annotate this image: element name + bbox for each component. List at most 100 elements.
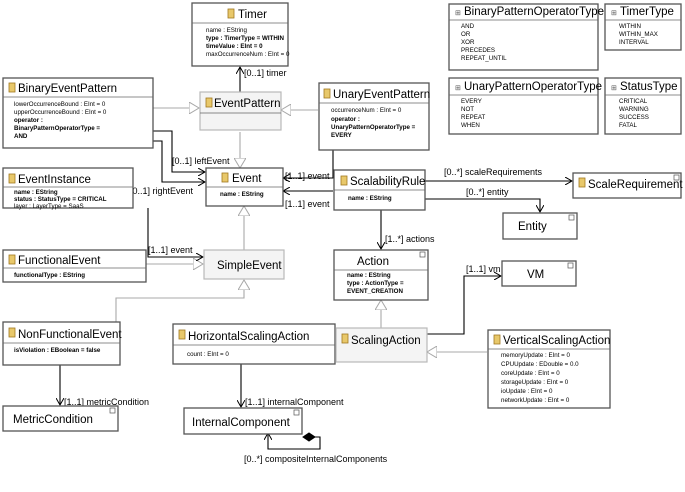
label-left-event: [0..1] leftEvent (172, 156, 230, 166)
enum-literal: PRECEDES (461, 47, 495, 54)
class-name: SimpleEvent (217, 260, 282, 272)
class-icon (8, 254, 16, 265)
class-icon (341, 333, 349, 344)
class-entity[interactable]: Entity (502, 212, 578, 240)
class-name: InternalComponent (192, 417, 291, 429)
class-metric-condition[interactable]: MetricCondition (2, 405, 119, 432)
class-name: EventPattern (214, 98, 280, 110)
assoc-entity (425, 198, 540, 212)
external-link-icon (567, 262, 574, 269)
external-link-icon (419, 251, 426, 258)
class-name: Timer (238, 9, 267, 21)
attribute: memoryUpdate : EInt = 0 (501, 352, 571, 359)
enum-unary-pattern-operator-type[interactable]: ⊞ UnaryPatternOperatorType EVERY NOT REP… (448, 77, 602, 135)
enum-literal: SUCCESS (619, 114, 649, 121)
assoc-left-event (153, 130, 205, 172)
class-simple-event[interactable]: SimpleEvent (203, 249, 285, 280)
class-icon (578, 177, 586, 188)
enum-name: TimerType (620, 6, 674, 18)
class-functional-event[interactable]: FunctionalEvent functionalType : EString (2, 249, 147, 283)
attribute: lowerOccurrenceBound : EInt = 0 (14, 101, 106, 108)
class-icon (178, 329, 186, 340)
attribute: layer : LayerType = SaaS (14, 203, 84, 210)
external-link-icon (568, 214, 575, 221)
enum-timer-type[interactable]: ⊞ TimerType WITHIN WITHIN_MAX INTERVAL (604, 3, 682, 51)
enum-binary-pattern-operator-type[interactable]: ⊞ BinaryPatternOperatorType AND OR XOR P… (448, 3, 604, 71)
external-link-icon (293, 409, 300, 416)
attribute: name : EString (220, 191, 264, 198)
class-scaling-action[interactable]: ScalingAction (335, 327, 428, 363)
class-vertical-scaling-action[interactable]: VerticalScalingAction memoryUpdate : EIn… (487, 329, 611, 409)
class-icon (340, 175, 348, 186)
attribute: functionalType : EString (14, 272, 85, 279)
enum-icon: ⊞ (611, 85, 617, 92)
class-non-functional-event[interactable]: NonFunctionalEvent isViolation : EBoolea… (2, 321, 122, 366)
class-event-instance[interactable]: EventInstance name : EString status : St… (2, 167, 134, 210)
class-timer[interactable]: Timer name : EString type : TimerType = … (191, 2, 290, 67)
enum-status-type[interactable]: ⊞ StatusType CRITICAL WARNING SUCCESS FA… (604, 77, 682, 135)
class-name: Event (232, 173, 262, 185)
label-scale-requirements: [0..*] scaleRequirements (444, 167, 543, 177)
class-internal-component[interactable]: InternalComponent (183, 407, 303, 435)
external-link-icon (673, 174, 680, 181)
enum-literal: CRITICAL (619, 98, 648, 105)
class-icon (493, 334, 501, 345)
enum-literal: REPEAT (461, 114, 486, 121)
class-name: EventInstance (18, 174, 91, 186)
enum-literal: WITHIN_MAX (619, 31, 658, 38)
label-right-event: [0..1] rightEvent (130, 186, 194, 196)
attribute: AND (14, 133, 28, 140)
enum-literal: WHEN (461, 122, 480, 129)
attribute: ioUpdate : EInt = 0 (501, 388, 553, 395)
attribute: operator : (14, 117, 43, 124)
class-name: HorizontalScalingAction (188, 331, 309, 343)
class-icon (323, 88, 331, 99)
external-link-icon (109, 407, 116, 414)
enum-name: UnaryPatternOperatorType (464, 81, 602, 93)
attribute: occurrenceNum : EInt = 0 (331, 107, 402, 114)
label-composite-internal-components: [0..*] compositeInternalComponents (244, 454, 388, 464)
enum-literal: WARNING (619, 106, 649, 113)
class-action[interactable]: Action name : EString type : ActionType … (333, 249, 429, 301)
class-name: MetricCondition (13, 414, 93, 426)
enum-literal: INTERVAL (619, 39, 649, 46)
assoc-right-event (153, 140, 205, 182)
class-scale-requirement[interactable]: ScaleRequirement (572, 172, 683, 199)
enum-icon: ⊞ (455, 10, 461, 17)
label-scalabilityrule-event: [1..1] event (285, 199, 330, 209)
class-icon (8, 327, 16, 338)
enum-name: StatusType (620, 81, 678, 93)
attribute: coreUpdate : EInt = 0 (501, 370, 560, 377)
class-event[interactable]: Event name : EString (205, 167, 284, 207)
class-name: BinaryEventPattern (18, 83, 117, 95)
class-name: ScalingAction (351, 335, 421, 347)
class-event-pattern[interactable]: EventPattern (199, 91, 282, 131)
assoc-composite-internal-components (268, 433, 321, 450)
attribute: name : EString (14, 189, 58, 196)
class-horizontal-scaling-action[interactable]: HorizontalScalingAction count : EInt = 0 (172, 323, 336, 365)
attribute: operator : (331, 116, 360, 123)
enum-literal: OR (461, 31, 471, 38)
assoc-unary-event (283, 150, 334, 178)
enum-literal: FATAL (619, 122, 638, 129)
attribute: name : EString (347, 272, 391, 279)
class-name: VerticalScalingAction (503, 335, 610, 347)
class-name: UnaryEventPattern (333, 89, 430, 101)
class-icon (221, 172, 229, 183)
class-binary-event-pattern[interactable]: BinaryEventPattern lowerOccurrenceBound … (2, 77, 154, 149)
class-name: VM (527, 269, 544, 281)
class-icon (8, 82, 16, 93)
class-vm[interactable]: VM (501, 260, 577, 287)
class-unary-event-pattern[interactable]: UnaryEventPattern occurrenceNum : EInt =… (318, 82, 430, 151)
attribute: isViolation : EBoolean = false (14, 347, 101, 354)
class-icon (205, 97, 213, 108)
class-name: NonFunctionalEvent (18, 329, 122, 341)
enum-literal: XOR (461, 39, 475, 46)
class-name: ScalabilityRule (350, 176, 425, 188)
class-scalability-rule[interactable]: ScalabilityRule name : EString (333, 169, 426, 211)
label-internal-component: [1..1] internalComponent (245, 397, 344, 407)
enum-icon: ⊞ (455, 85, 461, 92)
class-name: Entity (518, 221, 547, 233)
assoc-eventinstance-simpleevent (147, 208, 203, 257)
label-actions: [1..*] actions (385, 234, 435, 244)
